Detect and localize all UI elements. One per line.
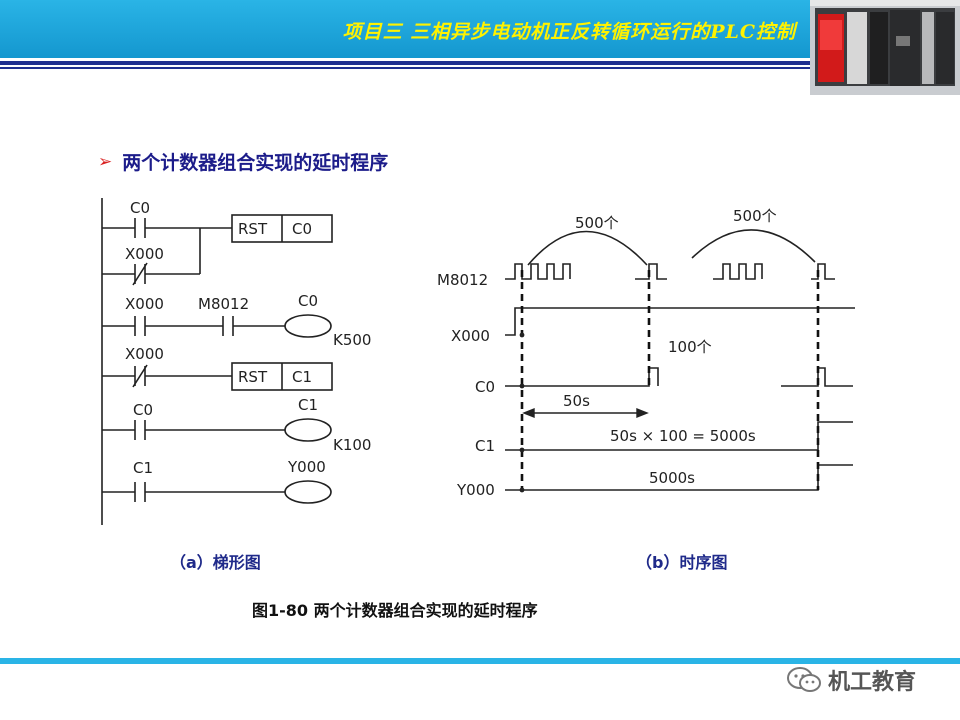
rung4-preset: K100 [333, 436, 371, 454]
signal-x000: X000 [451, 327, 490, 345]
footer-divider [0, 658, 960, 664]
signal-c0: C0 [475, 378, 495, 396]
header-divider [0, 61, 810, 65]
rung2-preset: K500 [333, 331, 371, 349]
signal-y000: Y000 [456, 481, 495, 499]
wechat-icon [787, 667, 821, 692]
rung1-operand: C0 [292, 220, 312, 238]
header-divider-thin [0, 67, 810, 69]
figure-caption: 图1-80 两个计数器组合实现的延时程序 [252, 601, 538, 620]
brand-watermark: 机工教育 [786, 664, 916, 696]
rung5-contact-label: C1 [133, 459, 153, 477]
section-heading: ➢ 两个计数器组合实现的延时程序 [98, 148, 388, 175]
signal-m8012: M8012 [437, 271, 488, 289]
rung1-branch-label: X000 [125, 245, 164, 263]
total-time-label: 5000s [649, 469, 695, 487]
bullet-arrow-icon: ➢ [98, 151, 113, 172]
section-heading-text: 两个计数器组合实现的延时程序 [122, 152, 389, 174]
count-label-100: 100个 [668, 338, 712, 356]
rung2-contact-label: X000 [125, 295, 164, 313]
caption-timing: （b）时序图 [636, 553, 728, 572]
timing-diagram: M8012 X000 C0 C1 Y000 500个 500个 100个 50s… [437, 207, 855, 499]
caption-ladder: （a）梯形图 [170, 553, 261, 572]
formula-label: 50s × 100 = 5000s [610, 427, 756, 445]
rung1-contact-label: C0 [130, 199, 150, 217]
rung4-coil-label: C1 [298, 396, 318, 414]
rung1-instruction: RST [238, 220, 268, 238]
ladder-diagram: C0 X000 RST C0 X000 M8012 C0 K500 X000 R… [101, 198, 371, 525]
brand-name: 机工教育 [828, 670, 917, 695]
rung3-contact-label: X000 [125, 345, 164, 363]
rung3-instruction: RST [238, 368, 268, 386]
interval-label: 50s [563, 392, 590, 410]
signal-c1: C1 [475, 437, 495, 455]
rung4-contact-label: C0 [133, 401, 153, 419]
rung5-coil-label: Y000 [287, 458, 326, 476]
count-label-500-first: 500个 [575, 214, 619, 232]
rung2-pulse-label: M8012 [198, 295, 249, 313]
count-label-500-second: 500个 [733, 207, 777, 225]
header-bar: 项目三 三相异步电动机正反转循环运行的PLC控制 [0, 0, 810, 58]
plc-hardware-image [810, 0, 960, 95]
header-title: 项目三 三相异步电动机正反转循环运行的PLC控制 [342, 21, 796, 43]
rung2-coil-label: C0 [298, 292, 318, 310]
rung3-operand: C1 [292, 368, 312, 386]
